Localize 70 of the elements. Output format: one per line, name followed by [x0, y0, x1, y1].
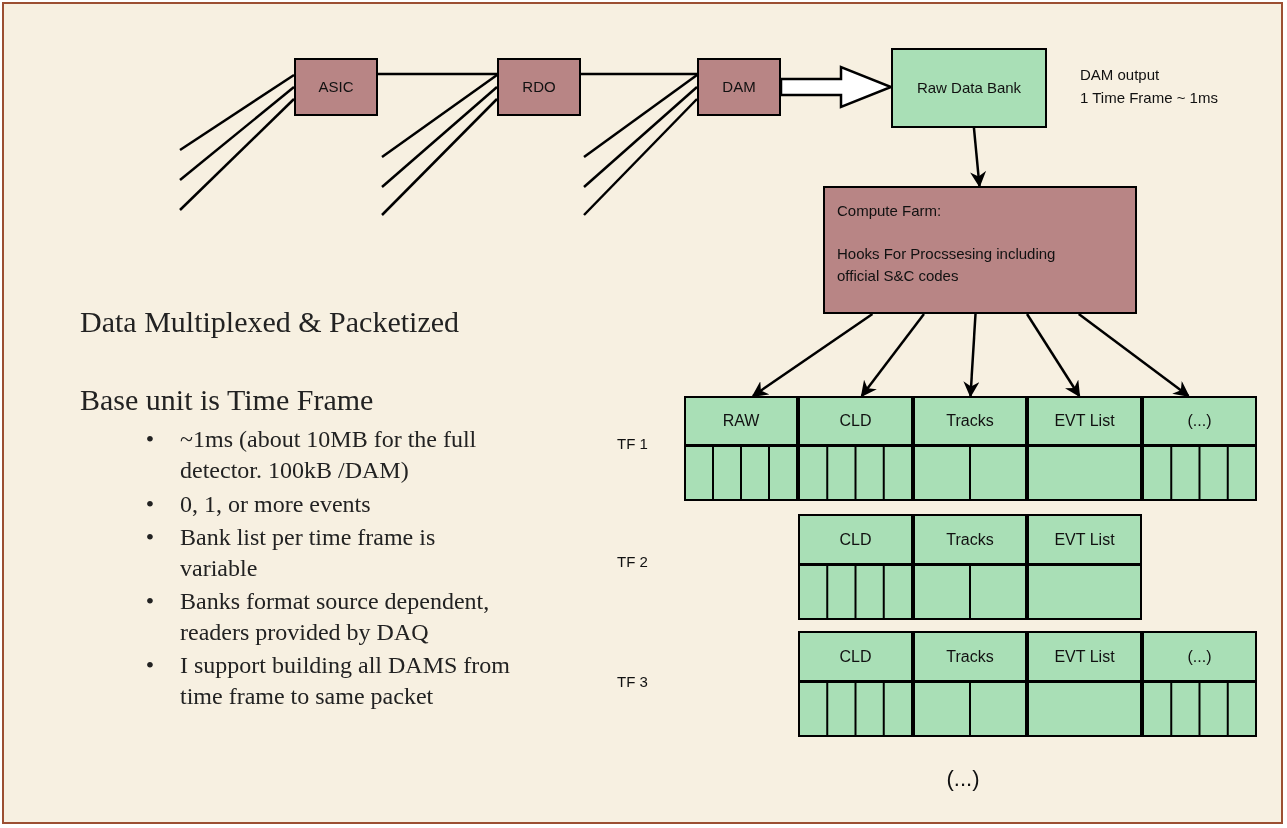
bullet-text: Banks format source dependent, readers provided by DAQ	[180, 587, 491, 647]
bank-cell	[1142, 631, 1257, 682]
bank-cell	[913, 631, 1027, 682]
data-bank-box	[891, 48, 1047, 128]
connector-line	[381, 86, 498, 188]
connector-line	[381, 74, 498, 158]
bullet-marker: •	[144, 490, 156, 519]
time-frame-label: TF 3	[617, 672, 649, 692]
bank-cell	[798, 514, 913, 565]
box-label: Tracks	[946, 411, 994, 431]
heading-text: Data Multiplexed & Packetized	[80, 304, 461, 340]
box-label: ASIC	[318, 76, 354, 97]
bank-cell	[1027, 514, 1142, 565]
bullet-marker: •	[144, 425, 156, 454]
arrow	[1078, 313, 1190, 397]
box-label: RDO	[522, 76, 556, 97]
compute-box	[823, 186, 1137, 314]
bank-cell	[1142, 396, 1257, 446]
arrow	[751, 312, 874, 398]
arrow	[970, 127, 987, 188]
bullet-marker: •	[144, 587, 156, 616]
bullet-text: ~1ms (about 10MB for the full detector. 100kB /DAM)	[180, 425, 478, 485]
output-note: 1 Time Frame ~ 1ms	[1080, 88, 1218, 108]
bank-cell	[913, 514, 1027, 565]
connector-line	[583, 74, 698, 158]
connector-line	[378, 72, 497, 76]
box-label: Tracks	[946, 529, 994, 550]
connector-line	[381, 98, 498, 216]
arrow	[860, 313, 925, 398]
connector-line	[581, 72, 697, 76]
bullet-text: I support building all DAMS from time frame to same packet	[180, 651, 511, 711]
box-label: RAW	[722, 411, 760, 431]
device-box	[497, 58, 581, 116]
box-title: Compute Farm:	[837, 201, 942, 221]
bank-cell	[1027, 631, 1142, 682]
box-label: (...)	[1187, 411, 1212, 431]
connector-line	[179, 98, 295, 211]
connector-line	[583, 98, 698, 216]
time-frame-label: TF 2	[617, 552, 649, 572]
device-box	[697, 58, 781, 116]
box-label: Tracks	[946, 646, 994, 667]
bank-cell	[798, 396, 913, 446]
bullet-marker: •	[144, 651, 156, 680]
box-label: CLD	[839, 646, 872, 667]
bullet-text: Bank list per time frame is variable	[180, 523, 437, 583]
bullet-marker: •	[144, 523, 156, 552]
box-label: Raw Data Bank	[916, 78, 1022, 98]
bank-cell	[684, 396, 798, 446]
ellipsis-note: (...)	[945, 765, 981, 793]
device-box	[294, 58, 378, 116]
bullet-text: 0, 1, or more events	[180, 490, 372, 519]
arrow	[963, 313, 980, 398]
box-label: CLD	[839, 411, 872, 431]
box-label: CLD	[839, 529, 872, 550]
bank-cell	[798, 631, 913, 682]
box-label: EVT List	[1054, 411, 1115, 431]
bank-cell	[913, 396, 1027, 446]
heading-text: Base unit is Time Frame	[80, 382, 375, 418]
connector-line	[583, 86, 698, 188]
box-label: EVT List	[1054, 529, 1115, 550]
box-label: EVT List	[1054, 646, 1115, 667]
box-label: DAM	[722, 76, 756, 97]
connector-line	[179, 73, 295, 152]
arrow	[1025, 313, 1081, 398]
bank-cell	[1027, 396, 1142, 446]
connector-line	[179, 86, 295, 181]
box-description: Hooks For Procssesing including official S&C codes	[837, 244, 1057, 286]
time-frame-label: TF 1	[617, 434, 649, 454]
box-label: (...)	[1187, 646, 1212, 667]
output-note: DAM output	[1080, 65, 1161, 85]
